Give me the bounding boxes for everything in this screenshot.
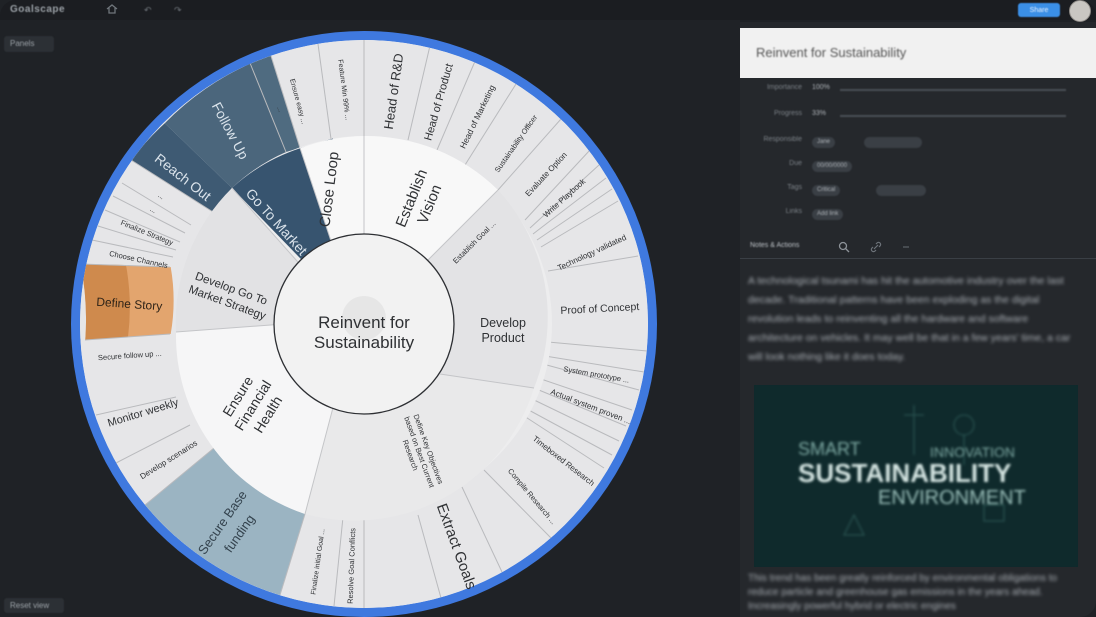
tag-add-pill[interactable]	[876, 185, 926, 196]
sector-develop-gtm[interactable]	[175, 188, 305, 332]
tags-row[interactable]: Tags Critical	[740, 184, 1080, 198]
undo-icon[interactable]: ↶	[144, 5, 152, 15]
tag-pill[interactable]: Critical	[812, 185, 841, 196]
responsible-row[interactable]: Responsible Jane	[740, 136, 1080, 150]
share-button[interactable]: Share	[1018, 3, 1060, 17]
sector-establish-vision[interactable]	[364, 135, 498, 268]
more-icon[interactable]	[900, 241, 912, 253]
label-ellipsis-2[interactable]: ...	[156, 192, 165, 201]
sustainability-wordcloud-image: SMART INNOVATION SUSTAINABILITY ENVIRONM…	[754, 385, 1078, 567]
tags-label: Tags	[787, 184, 802, 191]
label-ellipsis-1[interactable]: ...	[275, 106, 284, 114]
cover-word-environment: ENVIRONMENT	[878, 487, 1026, 509]
tab-notes-actions[interactable]: Notes & Actions	[750, 242, 800, 249]
responsible-label: Responsible	[763, 136, 802, 143]
goal-description[interactable]: A technological tsunami has hit the auto…	[748, 275, 1071, 363]
sector-follow-up-main[interactable]	[164, 63, 286, 188]
home-icon[interactable]	[106, 4, 118, 14]
due-row[interactable]: Due 00/00/0000	[740, 160, 1080, 174]
links-row[interactable]: Links Add link	[740, 208, 1080, 222]
link-icon[interactable]	[870, 241, 882, 253]
cover-word-sustainability: SUSTAINABILITY	[798, 458, 1011, 488]
sector-close-loop[interactable]	[300, 136, 364, 250]
goal-description-more[interactable]: This trend has been greatly reinforced b…	[748, 573, 1058, 612]
center-goal-line1[interactable]: Reinvent for	[318, 313, 410, 332]
cover-word-smart: SMART	[798, 439, 861, 459]
label-secure-follow-up[interactable]: Secure follow up ...	[98, 349, 162, 362]
goal-details-panel: Reinvent for Sustainability Importance 1…	[740, 22, 1096, 617]
search-icon[interactable]	[838, 241, 850, 253]
goal-title[interactable]: Reinvent for Sustainability	[756, 45, 907, 60]
goal-wheel: Reinvent for Sustainability Close Loop E…	[71, 31, 657, 617]
add-link-pill[interactable]: Add link	[812, 209, 844, 220]
label-ellipsis-3[interactable]: ...	[148, 206, 157, 215]
label-develop-product-2[interactable]: Product	[481, 331, 525, 345]
progress-row[interactable]: Progress 33%	[740, 110, 1080, 124]
progress-slider[interactable]	[840, 115, 1066, 117]
links-label: Links	[785, 208, 802, 215]
due-label: Due	[789, 160, 802, 167]
center-goal-line2[interactable]: Sustainability	[314, 333, 415, 352]
avatar[interactable]	[1069, 0, 1091, 22]
goal-title-field[interactable]: Reinvent for Sustainability	[740, 28, 1096, 78]
label-resolve-goal-conflicts[interactable]: Resolve Goal Conflicts	[346, 528, 358, 604]
importance-row[interactable]: Importance 100%	[740, 84, 1080, 98]
importance-slider[interactable]	[840, 89, 1066, 91]
label-proof-of-concept[interactable]: Proof of Concept	[560, 301, 639, 317]
responsible-pill[interactable]: Jane	[812, 137, 836, 148]
panels-toggle-button[interactable]: Panels	[4, 36, 54, 52]
importance-label: Importance	[766, 84, 802, 91]
redo-icon[interactable]: ↷	[174, 5, 182, 15]
app-logo: Goalscape	[10, 4, 66, 15]
importance-value: 100%	[812, 84, 830, 91]
label-define-story[interactable]: Define Story	[96, 295, 163, 314]
sector-reach-out[interactable]	[131, 123, 232, 212]
sector-dividers	[80, 40, 648, 608]
progress-label: Progress	[773, 110, 802, 117]
due-date-pill[interactable]: 00/00/0000	[812, 161, 853, 172]
top-toolbar: Goalscape ↶ ↷ Share	[0, 0, 1096, 22]
sector-define-story-dark[interactable]	[80, 264, 130, 340]
sector-secure-funding[interactable]	[145, 448, 305, 596]
responsible-add-pill[interactable]	[864, 137, 922, 148]
cover-word-innovation: INNOVATION	[930, 444, 1015, 460]
panel-tabs: Notes & Actions	[740, 236, 1096, 259]
center-progress-dot	[342, 296, 386, 340]
label-develop-product-1[interactable]: Develop	[480, 316, 526, 330]
reset-view-button[interactable]: Reset view	[4, 598, 64, 613]
inner-dividers	[175, 136, 535, 515]
progress-value: 33%	[812, 110, 827, 117]
